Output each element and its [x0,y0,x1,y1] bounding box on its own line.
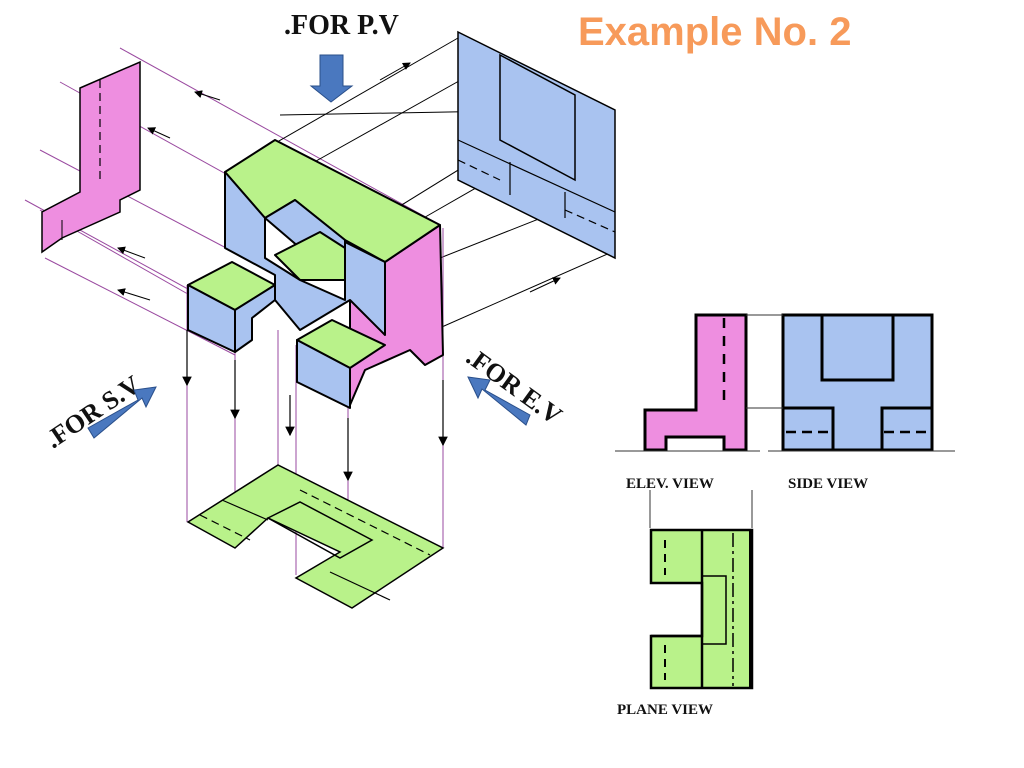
direction-arrows [87,54,531,439]
label-plane-view: PLANE VIEW [617,702,713,718]
iso-plan-view [186,464,445,609]
side-view-drawing [781,313,934,452]
arrow-for-pv-icon [309,54,354,103]
label-side-view: SIDE VIEW [788,476,869,492]
reference-lines [615,314,955,528]
end-view-plane [457,30,616,260]
label-elev-view: ELEV. VIEW [626,476,714,492]
arrow-for-sv-icon [87,386,157,439]
side-projector-arrows [117,90,221,301]
elev-view-drawing [643,313,748,452]
plan-projector-arrows [182,330,448,482]
plan-view-drawing [649,528,754,690]
arrow-for-ev-icon [467,376,531,426]
isometric-object [187,139,444,409]
page-title: Example No. 2 [578,10,852,54]
side-profile-plane [41,60,141,254]
label-for-pv: .FOR P.V [284,10,399,41]
